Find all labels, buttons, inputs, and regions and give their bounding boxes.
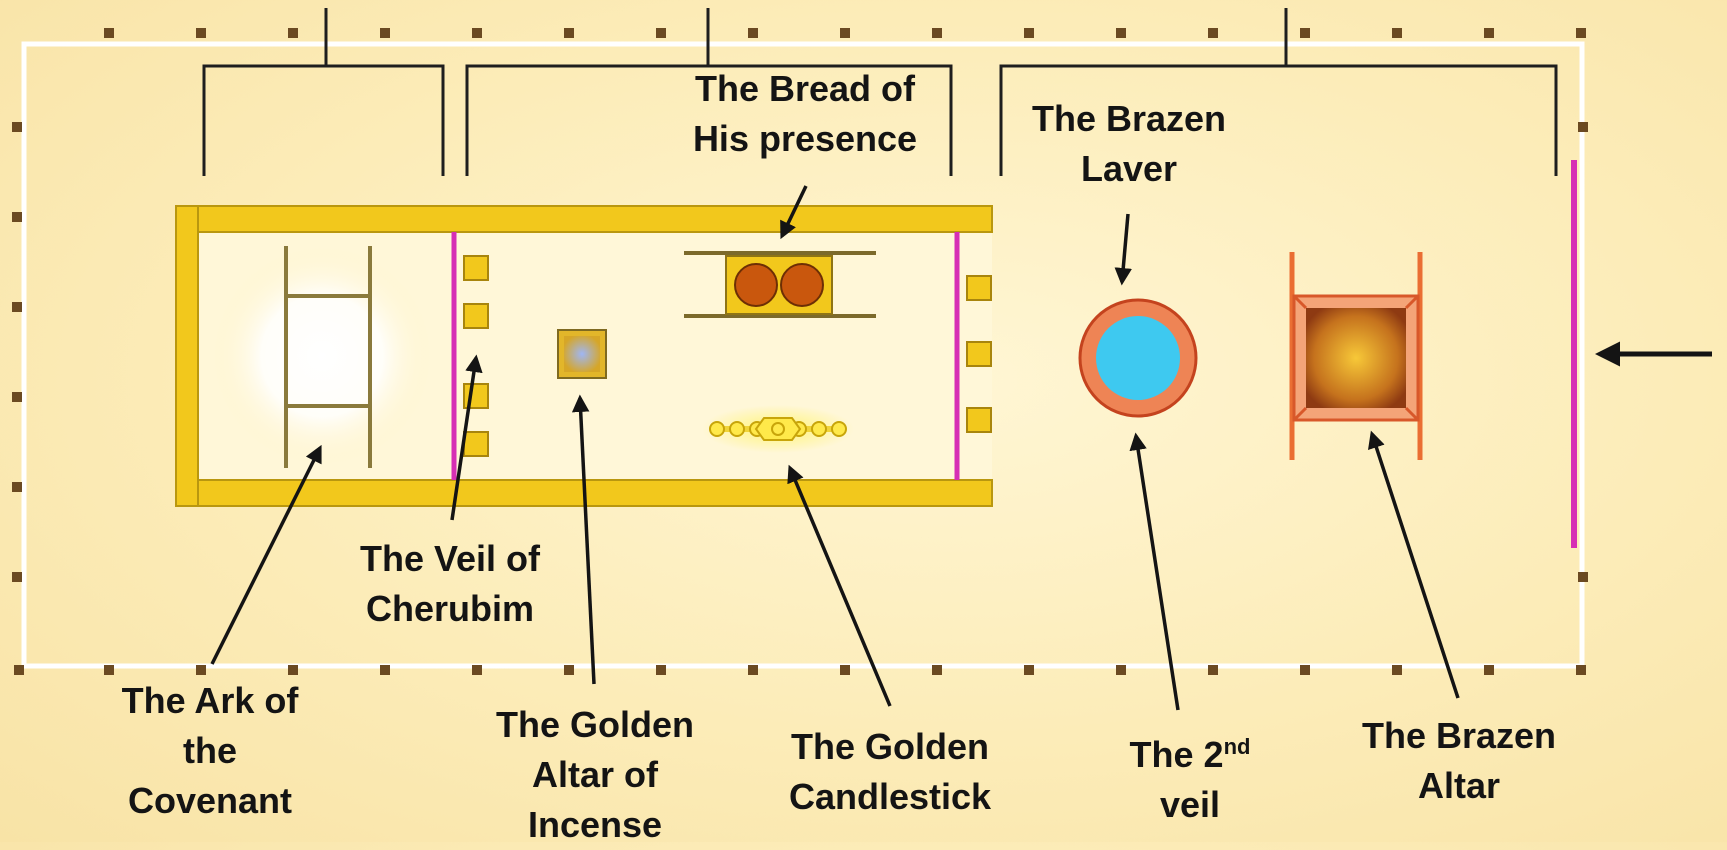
arrow-second-veil: [1129, 432, 1180, 711]
arrow-candlestick: [787, 464, 892, 707]
golden-candlestick: [702, 405, 854, 453]
arrow-laver: [1114, 213, 1132, 286]
brazen-laver: [1078, 298, 1198, 418]
arrow-bread: [780, 185, 808, 240]
arrow-veil: [450, 354, 483, 521]
entrance-pillars: [966, 275, 992, 433]
court-posts: [12, 28, 1588, 675]
arrow-incense-altar: [571, 394, 596, 685]
section-brackets: [202, 8, 1558, 176]
arrow-brazen-altar: [1368, 430, 1460, 699]
golden-altar-of-incense: [557, 329, 607, 379]
ark-of-the-covenant: [212, 246, 432, 468]
pointer-arrows: [210, 185, 1460, 711]
outer-court-boundary: [21, 41, 1585, 669]
brazen-altar: [1289, 252, 1423, 460]
table-of-showbread: [684, 251, 876, 318]
arrow-ark: [210, 444, 322, 665]
